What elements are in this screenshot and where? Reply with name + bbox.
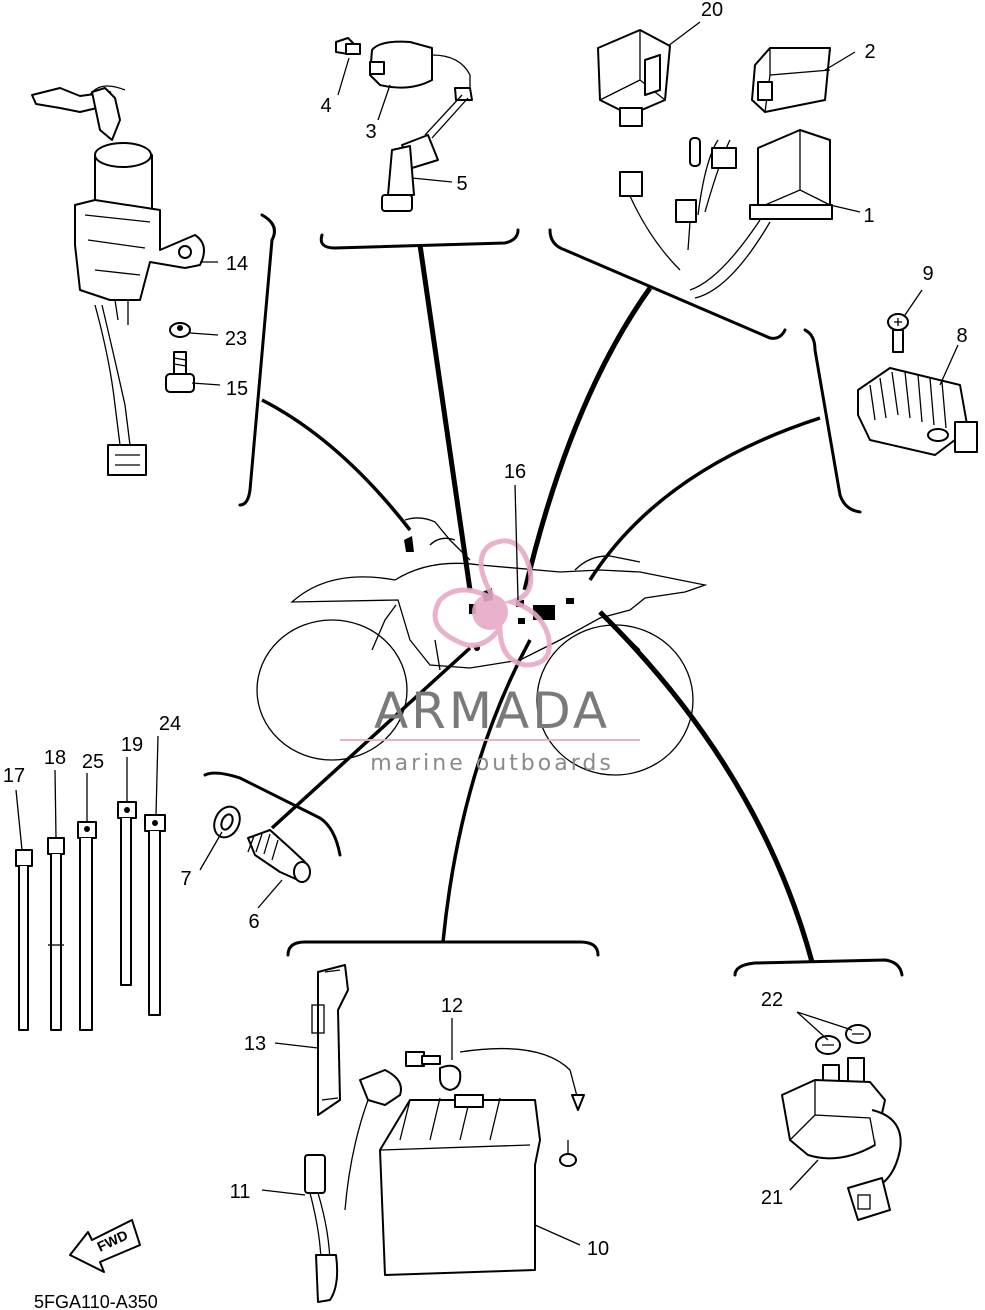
group-brackets — [203, 213, 904, 977]
watermark-name: ARMADA — [374, 682, 610, 740]
callout-19: 19 — [121, 734, 143, 756]
diagram-code: 5FGA110-A350 — [34, 1292, 158, 1310]
battery-breather-part-11 — [304, 1154, 339, 1303]
cable-tie-part-18 — [47, 837, 65, 1031]
callout-13: 13 — [244, 1033, 266, 1055]
washer-part-23 — [169, 322, 191, 338]
nuts-part-22 — [815, 1024, 871, 1055]
battery-bolt-part-12 — [405, 1047, 585, 1111]
callout-15: 15 — [226, 378, 248, 400]
callout-14: 14 — [226, 253, 248, 275]
callout-labels: 20 2 1 9 8 4 3 5 14 23 15 16 17 18 25 19… — [3, 0, 968, 1260]
cable-tie-part-24 — [144, 814, 166, 1016]
callout-1: 1 — [863, 205, 874, 227]
callout-6: 6 — [248, 911, 259, 933]
callout-12: 12 — [441, 995, 463, 1017]
coupler-cover-part-2 — [751, 47, 831, 113]
neutral-switch-part-6 — [247, 829, 311, 883]
callout-11: 11 — [230, 1181, 251, 1203]
battery-band-part-13 — [311, 964, 349, 1116]
callout-21: 21 — [761, 1187, 783, 1209]
callout-25: 25 — [82, 751, 104, 773]
cable-tie-part-19 — [117, 801, 137, 986]
leader-lines — [15, 21, 959, 1246]
watermark-tagline: marine outboards — [370, 751, 614, 776]
callout-20: 20 — [701, 0, 723, 21]
callout-17: 17 — [3, 765, 25, 787]
cable-tie-part-25 — [77, 821, 97, 1031]
rectifier-regulator-part-8 — [857, 367, 978, 456]
screw-part-15 — [165, 351, 195, 393]
connector-lines — [261, 244, 821, 963]
callout-22: 22 — [761, 989, 783, 1011]
spark-plug-cap-part-5 — [381, 94, 469, 212]
cable-tie-part-17 — [15, 849, 33, 1031]
callout-5: 5 — [456, 173, 467, 195]
callout-2: 2 — [864, 41, 875, 63]
callout-18: 18 — [44, 747, 66, 769]
callout-8: 8 — [956, 325, 967, 347]
ignition-coil-part-3 — [369, 40, 473, 101]
callout-3: 3 — [365, 121, 376, 143]
callout-9: 9 — [922, 263, 933, 285]
main-switch-part-14 — [31, 85, 205, 476]
armada-logo — [340, 538, 640, 741]
callout-4: 4 — [320, 95, 331, 117]
battery-part-10 — [344, 1069, 577, 1276]
callout-16: 16 — [504, 461, 526, 483]
callout-23: 23 — [225, 328, 247, 350]
callout-7: 7 — [180, 868, 191, 890]
motorcycle-outline — [256, 517, 708, 776]
callout-24: 24 — [159, 713, 181, 735]
screw-part-9 — [887, 313, 909, 353]
relay-part-20 — [597, 29, 671, 127]
cable-ties — [15, 801, 166, 1031]
callout-10: 10 — [587, 1238, 609, 1260]
fwd-arrow-icon: FWD — [69, 1219, 141, 1273]
screw-part-4 — [335, 37, 361, 55]
washer-part-7 — [213, 805, 241, 839]
starter-relay-part-21 — [781, 1057, 902, 1221]
cdi-unit-part-1 — [619, 129, 833, 299]
